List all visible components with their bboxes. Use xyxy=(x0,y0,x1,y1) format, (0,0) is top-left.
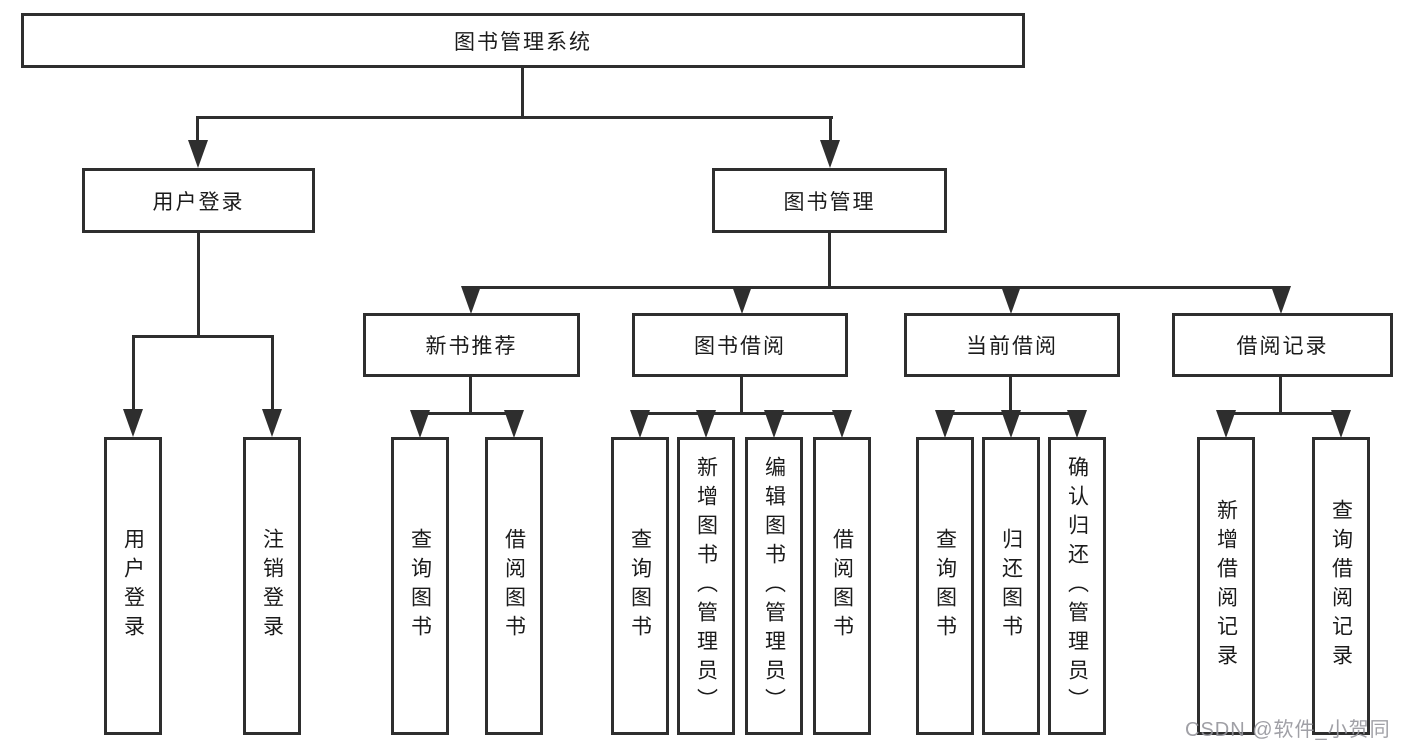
arrow-down-icon xyxy=(262,409,282,437)
leaf-borrow-book: 借阅图书 xyxy=(813,437,871,735)
connector-line xyxy=(271,337,274,413)
arrow-down-icon xyxy=(732,286,752,314)
arrow-down-icon xyxy=(504,410,524,438)
arrow-down-icon xyxy=(630,410,650,438)
connector-line xyxy=(196,118,199,146)
leaf-label: 用户登录 xyxy=(121,528,145,644)
arrow-down-icon xyxy=(1001,286,1021,314)
leaf-recommend-query-book: 查询图书 xyxy=(391,437,449,735)
leaf-label: 归还图书 xyxy=(999,528,1023,644)
leaf-logout: 注销登录 xyxy=(243,437,301,735)
leaf-confirm-return-admin: 确认归还（管理员） xyxy=(1048,437,1106,735)
leaf-borrow-query-book: 查询图书 xyxy=(611,437,669,735)
arrow-down-icon xyxy=(820,140,840,168)
arrow-down-icon xyxy=(696,410,716,438)
node-user-login: 用户登录 xyxy=(82,168,315,233)
arrow-down-icon xyxy=(461,286,481,314)
node-book-management: 图书管理 xyxy=(712,168,947,233)
leaf-edit-book-admin: 编辑图书（管理员） xyxy=(745,437,803,735)
arrow-down-icon xyxy=(1271,286,1291,314)
leaf-label: 注销登录 xyxy=(260,528,284,644)
arrow-down-icon xyxy=(1331,410,1351,438)
leaf-return-book: 归还图书 xyxy=(982,437,1040,735)
leaf-label: 新增图书（管理员） xyxy=(694,455,718,717)
arrow-down-icon xyxy=(123,409,143,437)
connector-line xyxy=(132,335,274,338)
arrow-down-icon xyxy=(764,410,784,438)
node-new-book-recommend: 新书推荐 xyxy=(363,313,580,377)
leaf-label: 查询图书 xyxy=(408,528,432,644)
leaf-label: 查询图书 xyxy=(628,528,652,644)
leaf-user-login: 用户登录 xyxy=(104,437,162,735)
leaf-label: 编辑图书（管理员） xyxy=(762,455,786,717)
connector-line xyxy=(469,377,472,415)
leaf-recommend-borrow-book: 借阅图书 xyxy=(485,437,543,735)
arrow-down-icon xyxy=(1067,410,1087,438)
leaf-query-borrow-record: 查询借阅记录 xyxy=(1312,437,1370,735)
connector-line xyxy=(638,412,844,415)
leaf-current-query-book: 查询图书 xyxy=(916,437,974,735)
leaf-label: 查询借阅记录 xyxy=(1329,499,1353,673)
node-borrow-records: 借阅记录 xyxy=(1172,313,1393,377)
leaf-add-borrow-record: 新增借阅记录 xyxy=(1197,437,1255,735)
leaf-label: 确认归还（管理员） xyxy=(1065,455,1089,717)
arrow-down-icon xyxy=(188,140,208,168)
leaf-label: 借阅图书 xyxy=(502,528,526,644)
arrow-down-icon xyxy=(935,410,955,438)
connector-line xyxy=(197,233,200,338)
connector-line xyxy=(1224,412,1343,415)
arrow-down-icon xyxy=(832,410,852,438)
arrow-down-icon xyxy=(1216,410,1236,438)
connector-line xyxy=(1009,377,1012,415)
arrow-down-icon xyxy=(410,410,430,438)
leaf-add-book-admin: 新增图书（管理员） xyxy=(677,437,735,735)
connector-line xyxy=(418,412,517,415)
connector-line xyxy=(828,233,831,289)
leaf-label: 查询图书 xyxy=(933,528,957,644)
node-book-borrow: 图书借阅 xyxy=(632,313,848,377)
connector-line xyxy=(469,286,1283,289)
connector-line xyxy=(132,337,135,413)
connector-line xyxy=(1279,377,1282,415)
connector-line xyxy=(829,118,832,146)
connector-line xyxy=(196,116,833,119)
connector-line xyxy=(740,377,743,415)
node-root: 图书管理系统 xyxy=(21,13,1025,68)
arrow-down-icon xyxy=(1001,410,1021,438)
node-current-borrow: 当前借阅 xyxy=(904,313,1120,377)
csdn-watermark: CSDN @软件_小贺同学 xyxy=(1185,719,1391,741)
leaf-label: 新增借阅记录 xyxy=(1214,499,1238,673)
connector-line xyxy=(521,67,524,119)
leaf-label: 借阅图书 xyxy=(830,528,854,644)
